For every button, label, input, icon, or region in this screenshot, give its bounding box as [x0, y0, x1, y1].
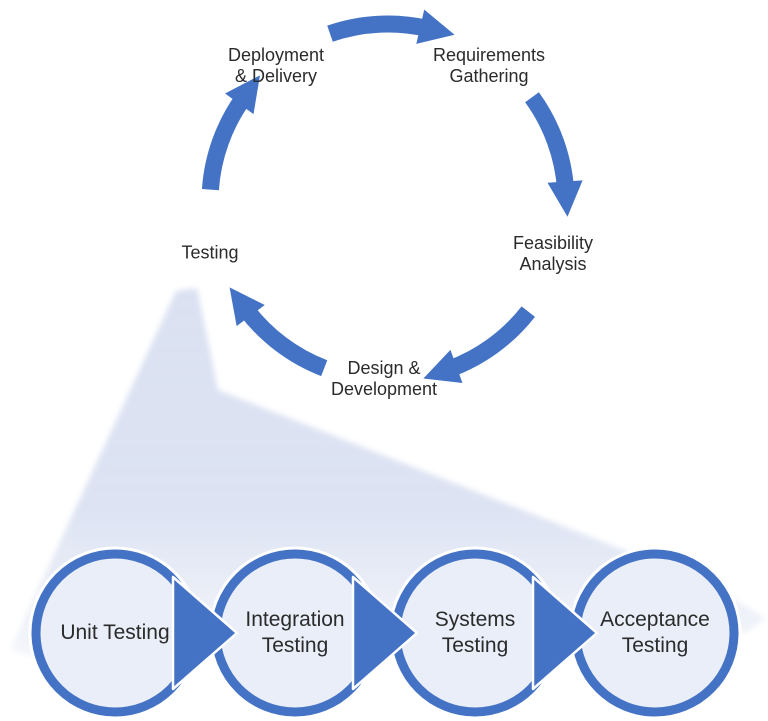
cycle-arrows [201, 9, 583, 383]
cycle-step-deployment-delivery: Deployment & Delivery [228, 45, 324, 87]
cycle-step-feasibility-analysis: Feasibility Analysis [513, 233, 593, 275]
cycle-step-label-line: Development [330, 379, 438, 399]
cycle-step-design-development: Design & Development [331, 358, 437, 400]
connector-arrow-integration-to-systems-icon [351, 575, 419, 691]
cycle-step-testing: Testing [181, 243, 238, 264]
cycle-step-label-line: Testing [181, 242, 239, 263]
pipeline-stage-systems-testing: Systems Testing [435, 607, 516, 659]
pipeline-stage-acceptance-testing: Acceptance Testing [600, 607, 710, 659]
cycle-step-requirements-gathering: Requirements Gathering [433, 45, 545, 87]
cycle-step-label-line: Gathering [449, 66, 529, 86]
connector-arrow-systems-to-acceptance-icon [531, 575, 599, 691]
cycle-step-label-line: Deployment [227, 45, 325, 65]
pipeline-stage-label-line: Testing [261, 634, 329, 657]
arrow-requirements-to-feasibility-icon [525, 92, 583, 217]
cycle-step-label-line: Requirements [432, 45, 546, 65]
pipeline-stage-unit-testing: Unit Testing [60, 620, 169, 646]
pipeline-stage-label-line: Testing [441, 634, 509, 657]
cycle-step-label-line: & Delivery [234, 66, 318, 86]
testing-zoom-beam [10, 288, 766, 658]
pipeline-stage-label-line: Systems [434, 608, 516, 631]
pipeline-stage-label-line: Integration [245, 608, 345, 631]
pipeline-stage-label-line: Testing [621, 634, 689, 657]
pipeline-stage-integration-testing: Integration Testing [245, 607, 344, 659]
arrow-testing-to-deployment-icon [201, 75, 260, 191]
cycle-step-label-line: Analysis [519, 254, 587, 274]
arrow-design-to-testing-icon [229, 287, 328, 377]
connector-arrow-unit-to-integration-icon [171, 575, 239, 691]
arrow-feasibility-to-design-icon [423, 306, 535, 383]
pipeline-stage-label-line: Acceptance [600, 608, 710, 631]
cycle-step-label-line: Design & [347, 358, 421, 378]
stage-circle-acceptance [568, 546, 742, 720]
arrow-deployment-to-requirements-icon [327, 9, 455, 44]
pipeline-stage-label-line: Unit Testing [60, 621, 170, 644]
pipeline-shapes [28, 546, 742, 720]
cycle-step-label-line: Feasibility [512, 233, 594, 253]
